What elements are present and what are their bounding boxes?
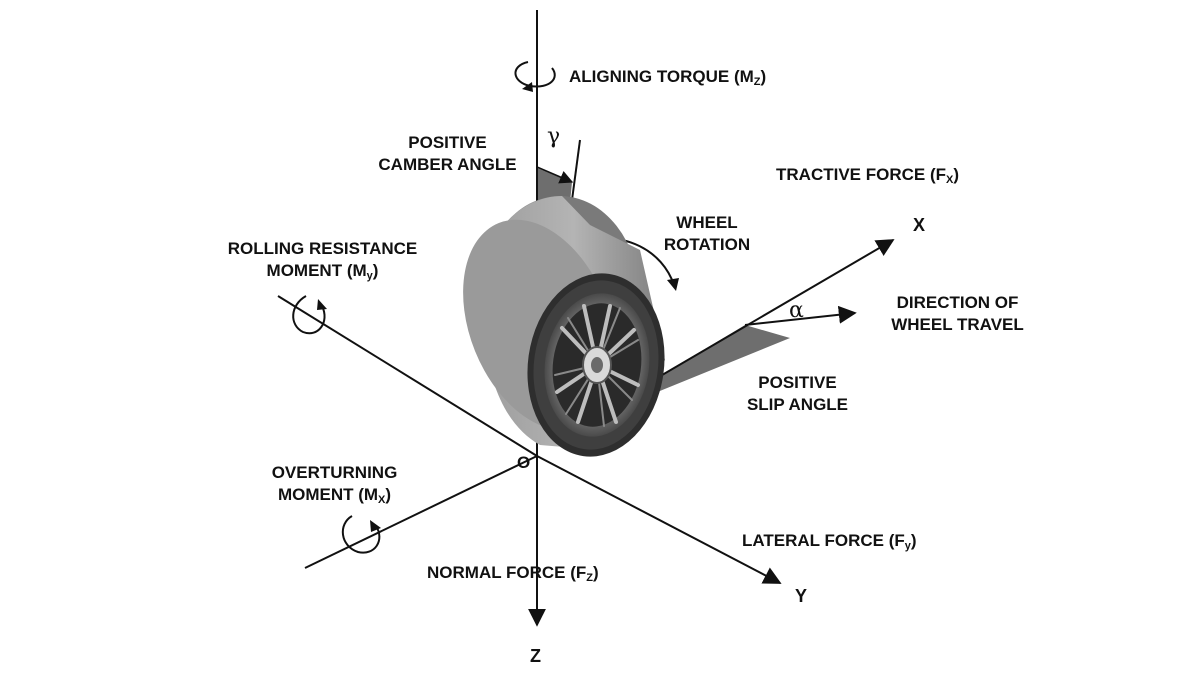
overturning-moment-rotation-icon (342, 515, 381, 554)
overturning-moment-label: OVERTURNING MOMENT (MX) (252, 462, 417, 511)
overturning-line1: OVERTURNING (271, 463, 398, 482)
overturning-line2: MOMENT (MX) (277, 485, 392, 506)
rolling-resistance-rotation-icon (292, 295, 327, 335)
y-axis-line (536, 455, 782, 584)
y-axis-back-line (277, 295, 538, 457)
x-axis-back-line (304, 455, 538, 569)
camber-line2: CAMBER ANGLE (378, 155, 517, 174)
slip-line2: SLIP ANGLE (746, 395, 849, 414)
slip-angle-label: POSITIVE SLIP ANGLE (730, 372, 865, 416)
camber-symbol: γ (547, 124, 561, 149)
x-axis-line (644, 239, 895, 386)
slip-angle-wedge (645, 325, 790, 395)
wheel-rotation-line2: ROTATION (663, 235, 751, 254)
normal-force-label: NORMAL FORCE (FZ) (427, 563, 599, 584)
slip-symbol: α (789, 298, 804, 323)
x-axis-label: X (913, 215, 926, 235)
aligning-torque-label: ALIGNING TORQUE (MZ) (569, 67, 767, 88)
slip-line1: POSITIVE (758, 373, 837, 392)
z-axis-label: Z (530, 646, 541, 666)
rolling-resistance-label: ROLLING RESISTANCE MOMENT (My) (210, 238, 435, 287)
direction-of-travel-label: DIRECTION OF WHEEL TRAVEL (870, 292, 1045, 336)
wheel-rotation-line1: WHEEL (676, 213, 738, 232)
wheel-rotation-label: WHEEL ROTATION (642, 212, 772, 256)
tractive-force-label: TRACTIVE FORCE (FX) (776, 165, 960, 186)
rolling-resistance-line2: MOMENT (My) (266, 261, 379, 282)
aligning-torque-rotation-icon (514, 61, 556, 92)
rolling-resistance-line1: ROLLING RESISTANCE (227, 239, 418, 258)
direction-line2: WHEEL TRAVEL (891, 315, 1024, 334)
travel-direction-line (744, 305, 857, 326)
lateral-force-label: LATERAL FORCE (Fy) (742, 531, 917, 552)
camber-arc-arrow (536, 166, 574, 184)
y-axis-label: Y (795, 586, 808, 606)
origin-label: O (517, 453, 531, 472)
direction-line1: DIRECTION OF (896, 293, 1019, 312)
camber-angle-label: POSITIVE CAMBER ANGLE (360, 132, 535, 176)
camber-line1: POSITIVE (408, 133, 487, 152)
tire-wheel-image (463, 196, 665, 457)
